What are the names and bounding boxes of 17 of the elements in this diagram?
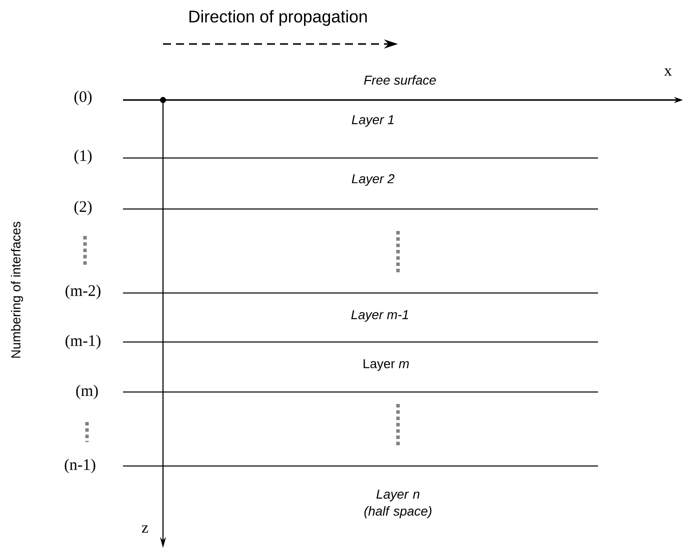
interface-number: (m-2): [66, 284, 100, 300]
interface-number: (n-1): [64, 458, 96, 474]
layer-label: Layer m-1: [351, 310, 408, 322]
interface-number: (m-1): [66, 334, 100, 350]
surface-label: Free surface: [364, 75, 436, 85]
layer-label: Layer m: [364, 359, 409, 371]
layer-label: Layer 2: [352, 174, 394, 186]
layer-label: Layer 1: [352, 115, 394, 127]
axis-label: x: [664, 68, 672, 76]
interface-number: (m): [76, 384, 98, 400]
axis-title: Numbering of interfaces: [10, 222, 24, 358]
heading: Direction of propagation: [189, 10, 367, 26]
interface-number: (1): [74, 150, 92, 164]
interface-number: (0): [74, 90, 92, 106]
layer-label: Layer n (half space): [364, 490, 432, 518]
interface-number: (2): [74, 200, 92, 216]
axis-label: z: [142, 525, 148, 533]
